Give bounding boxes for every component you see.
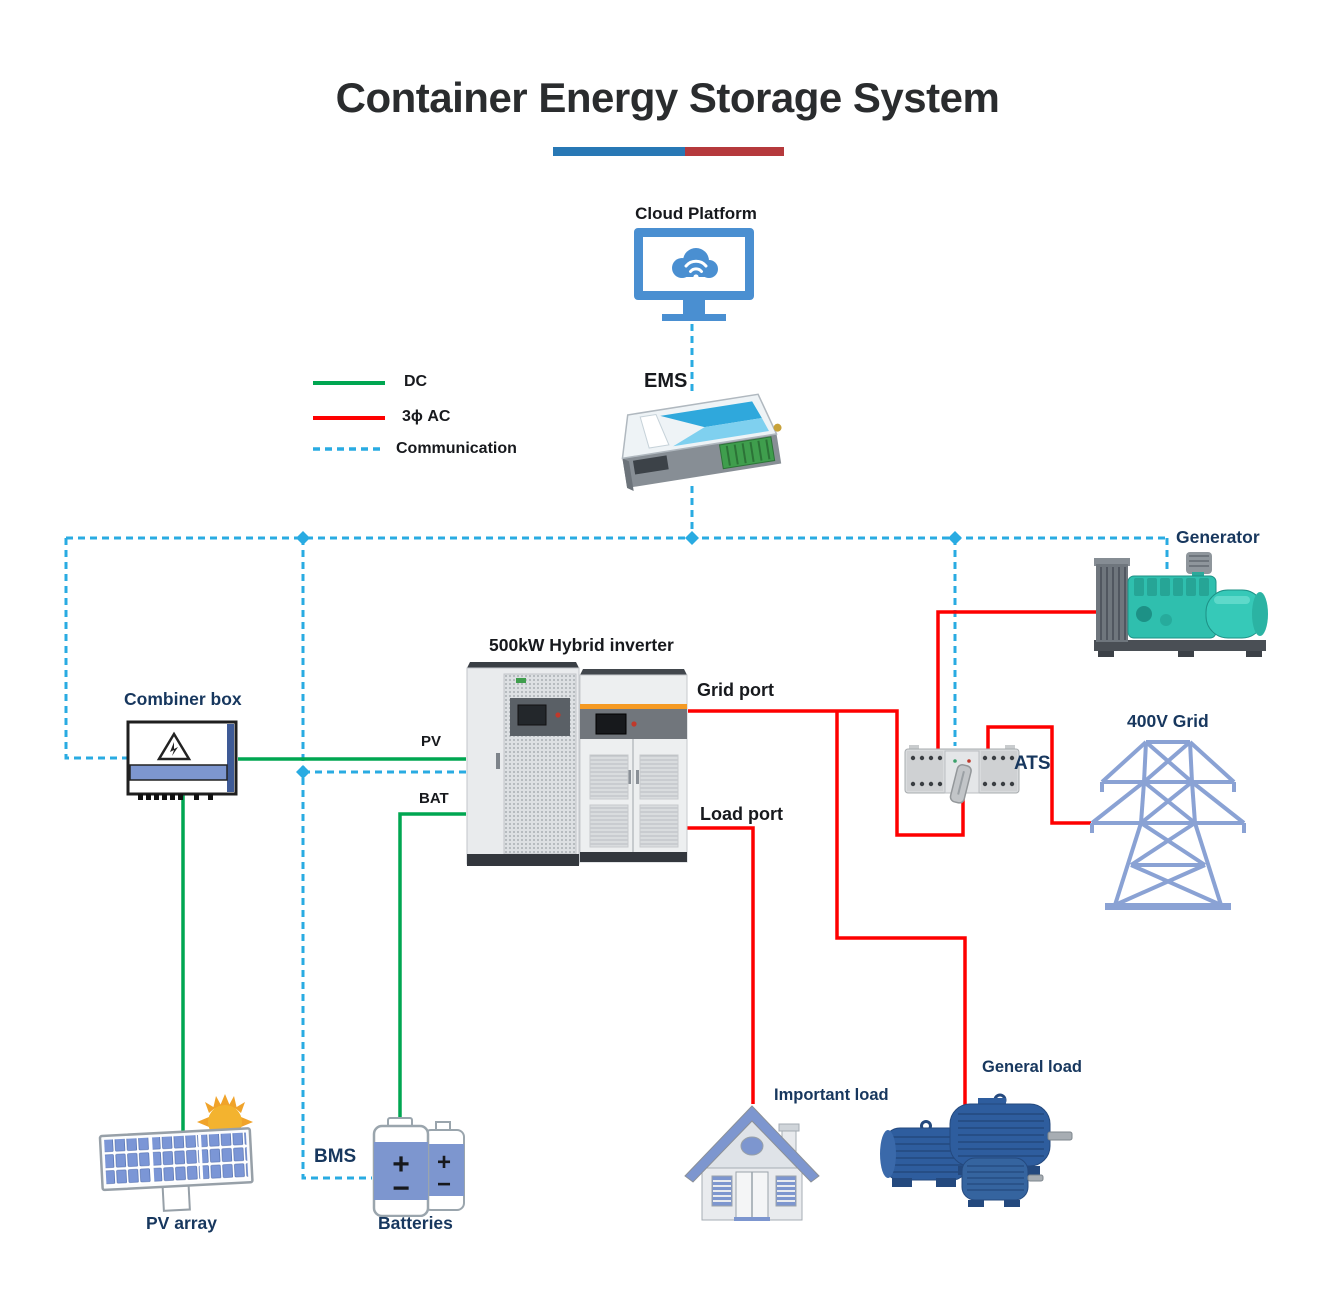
house-window — [775, 1175, 797, 1207]
batteries-icon: + − + − — [372, 1117, 465, 1217]
inverter-label: 500kW Hybrid inverter — [489, 635, 674, 655]
warning-triangle-icon — [156, 731, 192, 761]
pv-array-icon — [98, 1094, 254, 1212]
grid-tower-icon — [1090, 740, 1246, 910]
generator-icon — [1094, 552, 1268, 657]
combiner-terminals — [138, 794, 213, 800]
cloud-platform-monitor-icon — [634, 228, 754, 321]
ats-handle — [949, 764, 972, 804]
wifi-icon — [684, 259, 708, 273]
legend-dc-label: DC — [404, 373, 428, 390]
title-divider-blue — [553, 147, 685, 156]
svg-text:+: + — [437, 1149, 451, 1176]
dc-lines — [181, 757, 466, 1140]
general-load-label: General load — [982, 1058, 1082, 1076]
ems-device-icon — [621, 393, 782, 491]
grid-label: 400V Grid — [1127, 711, 1209, 731]
page-title: Container Energy Storage System — [335, 74, 1000, 121]
load-port-label: Load port — [700, 804, 783, 824]
hybrid-inverter-icon — [466, 662, 688, 866]
batteries-label: Batteries — [378, 1213, 453, 1233]
ems-label: EMS — [644, 370, 688, 392]
important-load-house-icon — [684, 1105, 820, 1221]
generator-label: Generator — [1176, 527, 1260, 547]
bms-label: BMS — [314, 1146, 357, 1167]
svg-text:−: − — [437, 1171, 451, 1198]
communication-lines — [64, 312, 1169, 1180]
combiner-box-label: Combiner box — [124, 689, 242, 709]
cloud-platform-label: Cloud Platform — [635, 204, 757, 223]
communication-junction-dots — [296, 531, 962, 779]
legend-ac-label: 3ϕ AC — [402, 408, 451, 425]
svg-text:+: + — [392, 1148, 410, 1181]
important-load-label: Important load — [774, 1086, 889, 1104]
general-load-motors-icon — [880, 1093, 1073, 1207]
grid-port-label: Grid port — [697, 680, 774, 700]
combiner-box-icon — [126, 720, 238, 800]
svg-text:−: − — [392, 1172, 410, 1205]
legend-communication-label: Communication — [396, 440, 517, 457]
ac-lines — [686, 610, 1100, 1106]
ats-switch-icon — [904, 745, 1020, 804]
bat-port-label: BAT — [419, 790, 449, 807]
house-window — [711, 1175, 733, 1207]
title-divider-red — [685, 147, 784, 156]
pv-port-label: PV — [421, 733, 442, 750]
pv-array-label: PV array — [146, 1213, 218, 1233]
ats-label: ATS — [1014, 753, 1051, 774]
